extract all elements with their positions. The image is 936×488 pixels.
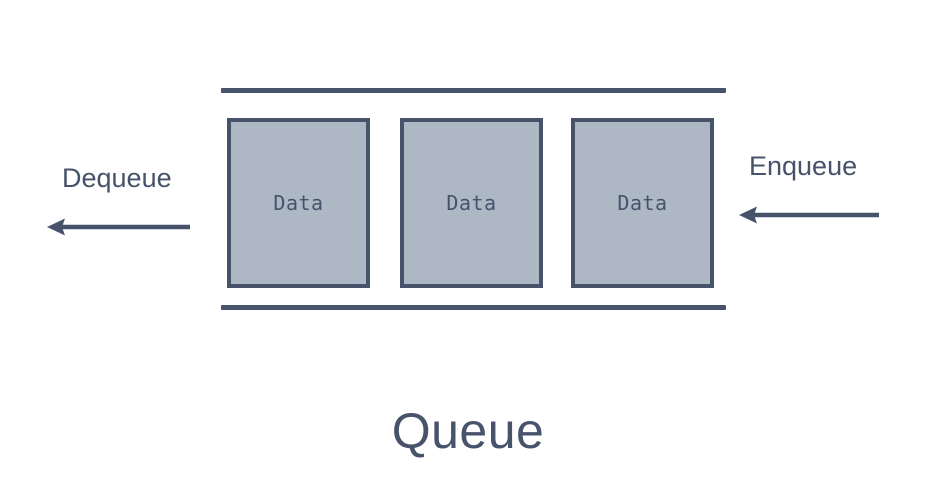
dequeue-label: Dequeue xyxy=(62,163,172,193)
dequeue-arrow-left-icon xyxy=(47,218,190,236)
queue-data-box-1: Data xyxy=(227,118,370,288)
queue-rail-top xyxy=(221,88,726,93)
enqueue-arrow-left-icon xyxy=(739,206,879,224)
enqueue-label: Enqueue xyxy=(749,151,858,181)
queue-data-box-3: Data xyxy=(571,118,714,288)
queue-rail-bottom xyxy=(221,305,726,310)
queue-data-box-1-label: Data xyxy=(273,191,324,215)
diagram-title: Queue xyxy=(391,403,545,459)
queue-data-box-2-label: Data xyxy=(446,191,497,215)
queue-data-box-2: Data xyxy=(400,118,543,288)
queue-data-box-3-label: Data xyxy=(617,191,668,215)
